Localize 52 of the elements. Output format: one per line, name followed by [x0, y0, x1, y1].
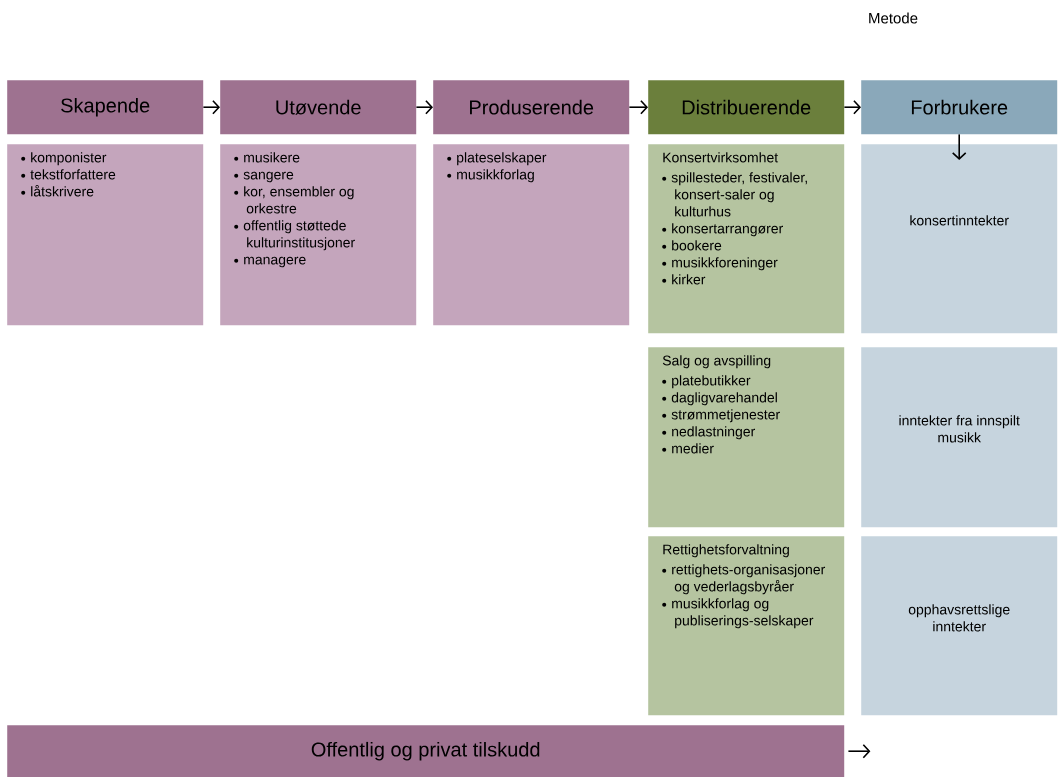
arrow	[628, 99, 648, 115]
bullet-item: dagligvarehandel	[671, 392, 777, 406]
stage-title: Forbrukere	[911, 99, 1008, 115]
revenue-box	[861, 144, 1058, 334]
axis-label: Metode	[869, 12, 918, 24]
list-box	[433, 144, 630, 326]
list-box	[648, 536, 845, 716]
revenue-text: inntekter fra innspilt musikk	[899, 415, 1020, 443]
bullet-item: tekstforfattere	[30, 169, 116, 180]
stage-title: Distribuerende	[682, 99, 811, 115]
bullet-item: strømmetjenester	[671, 409, 780, 423]
group-heading: Salg og avspilling	[662, 355, 771, 369]
list-box	[648, 347, 845, 528]
stage-header	[7, 80, 204, 135]
list-box	[7, 144, 204, 326]
revenue-text: opphavsrettslige inntekter	[908, 604, 1010, 632]
revenue-box	[861, 536, 1058, 716]
list-box	[648, 144, 845, 334]
bullet-item: sangere	[243, 171, 294, 183]
stage-header	[861, 80, 1058, 135]
arrow	[951, 133, 967, 160]
arrow	[843, 99, 861, 115]
stage-header	[648, 80, 845, 135]
group-heading: Konsertvirksomhet	[663, 152, 779, 163]
stage-title: Skapende	[61, 97, 150, 117]
group-heading: Rettighetsforvaltning	[663, 544, 789, 558]
stage-header	[220, 80, 417, 135]
bullet-item: bookere	[672, 240, 722, 251]
bullet-item: platebutikker	[672, 375, 751, 389]
stage-title: Utøvende	[276, 99, 361, 115]
revenue-box	[861, 347, 1058, 528]
bullet-item: nedlastninger	[672, 426, 756, 440]
revenue-text: konsertinntekter	[910, 215, 1009, 226]
stage-title: Offentlig og privat tilskudd	[311, 741, 540, 761]
bullet-item: kirker	[672, 274, 706, 285]
stage-header	[7, 725, 845, 777]
bullet-item: musikkforlag og publiserings-selskaper	[672, 598, 814, 629]
bullet-item: komponister	[31, 152, 107, 166]
stage-header	[433, 80, 630, 135]
bullet-item: musikkforlag	[457, 169, 534, 183]
arrow	[847, 743, 871, 759]
bullet-item: musikere	[244, 152, 300, 163]
bullet-item: managere	[244, 256, 306, 268]
bullet-item: konsertarrangører	[672, 223, 783, 237]
stage-title: Produserende	[470, 99, 594, 115]
bullet-item: medier	[672, 443, 714, 454]
arrow	[415, 99, 433, 115]
bullet-item: musikkforeninger	[672, 257, 778, 271]
bullet-item: låtskrivere	[31, 185, 94, 197]
bullet-item: plateselskaper	[457, 152, 547, 166]
list-box	[220, 144, 417, 326]
arrow	[202, 99, 220, 115]
